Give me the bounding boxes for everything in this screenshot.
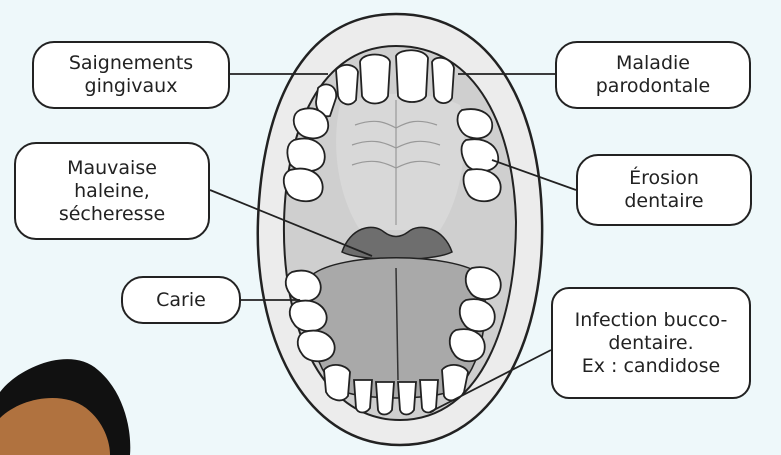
person-avatar: [0, 359, 130, 455]
label-mauvaise-haleine: Mauvaise haleine, sécheresse: [14, 142, 210, 240]
label-saignements-gingivaux: Saignements gingivaux: [32, 41, 230, 109]
label-carie: Carie: [121, 276, 241, 324]
palate: [336, 94, 464, 230]
label-erosion-dentaire: Érosion dentaire: [576, 154, 752, 226]
label-maladie-parodontale: Maladie parodontale: [555, 41, 751, 109]
label-infection-bucco-dentaire: Infection bucco- dentaire. Ex : candidos…: [551, 287, 751, 399]
